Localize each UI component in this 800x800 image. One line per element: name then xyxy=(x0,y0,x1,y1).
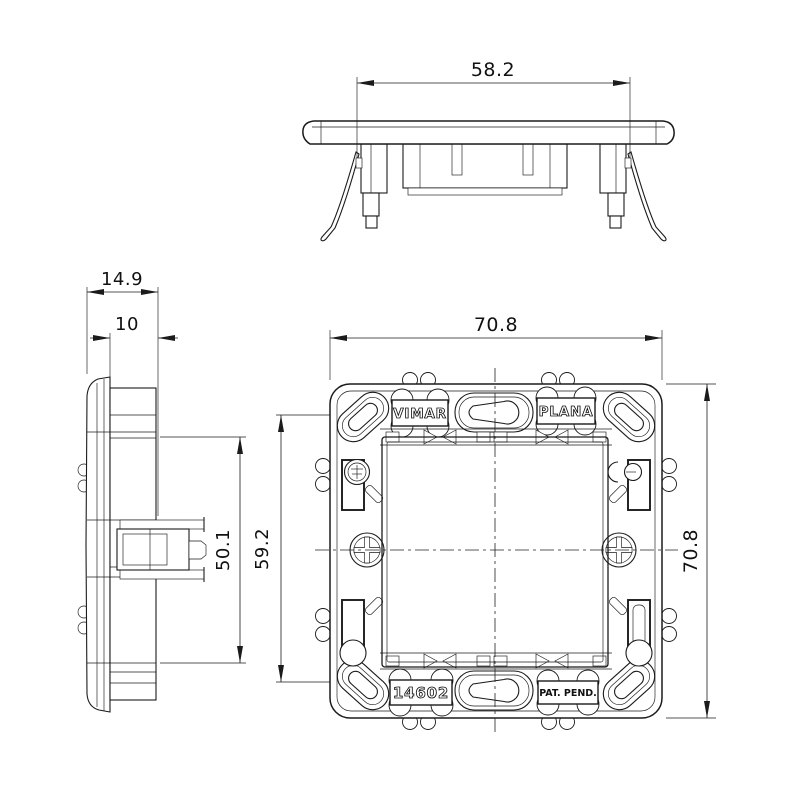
claw-right xyxy=(627,151,667,242)
top-view: 58.2 xyxy=(302,59,675,242)
dim-depth-body: 10 xyxy=(90,314,178,385)
dim-overall-height: 70.8 xyxy=(666,383,716,719)
dim-fixing-centers: 59.2 xyxy=(252,414,342,683)
keyhole-bottom xyxy=(454,670,534,711)
dim-depth-body-label: 10 xyxy=(115,314,139,335)
claw-left xyxy=(320,151,360,242)
clip-leg-left xyxy=(360,143,388,194)
dim-depth-total-label: 14.9 xyxy=(101,269,143,290)
part-number-label: 14602 xyxy=(393,684,449,702)
dim-window-height-label: 50.1 xyxy=(213,529,234,571)
rail-bottom xyxy=(380,652,612,670)
clip-leg-right xyxy=(599,143,627,194)
side-view-plate xyxy=(85,376,111,713)
frame-outline xyxy=(329,383,663,719)
front-view: VIMAR PLANA 14602 PAT. PEND. xyxy=(315,314,716,734)
dim-overall-width: 70.8 xyxy=(329,314,663,380)
keyhole-top xyxy=(454,392,534,433)
dim-claw-span: 58.2 xyxy=(356,59,631,158)
plana-plate xyxy=(536,397,596,425)
side-view: 14.9 10 50.1 59.2 xyxy=(77,269,342,713)
top-view-body xyxy=(402,143,568,189)
patent-plate xyxy=(537,680,599,705)
dim-claw-span-label: 58.2 xyxy=(471,59,515,81)
corner-slot-top-left xyxy=(336,391,390,443)
series-label: PLANA xyxy=(539,404,594,420)
edge-tabs xyxy=(315,372,677,730)
patent-label: PAT. PEND. xyxy=(539,688,597,699)
vimar-plate xyxy=(391,399,449,427)
brand-label: VIMAR xyxy=(393,406,447,422)
corner-slot-top-right xyxy=(602,391,656,443)
dim-fixing-centers-label: 59.2 xyxy=(252,528,273,570)
corner-wedges xyxy=(365,485,627,615)
dim-depth-total: 14.9 xyxy=(86,269,159,516)
dim-overall-width-label: 70.8 xyxy=(474,314,518,336)
corner-blocks xyxy=(339,458,653,667)
corner-slot-bottom-left xyxy=(336,659,390,711)
top-view-flange xyxy=(302,120,675,145)
dim-window-height: 50.1 xyxy=(160,436,246,664)
part-number-plate xyxy=(389,679,453,706)
corner-slot-bottom-right xyxy=(602,659,656,711)
dim-overall-height-label: 70.8 xyxy=(680,529,702,573)
